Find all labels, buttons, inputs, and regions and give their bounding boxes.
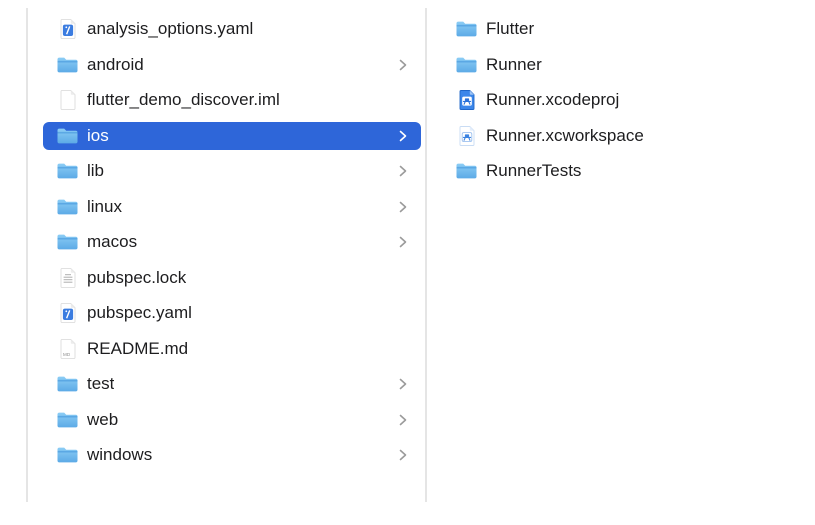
file-row-macos[interactable]: macos xyxy=(43,228,421,256)
chevron-right-icon xyxy=(399,449,407,461)
file-name: Flutter xyxy=(486,19,535,38)
folder-icon xyxy=(57,374,78,394)
folder-icon xyxy=(57,161,78,181)
file-row-test[interactable]: test xyxy=(43,370,421,398)
folder-icon xyxy=(456,55,477,75)
file-name: analysis_options.yaml xyxy=(87,19,254,38)
file-row-runnertests[interactable]: RunnerTests xyxy=(442,157,815,185)
folder-icon xyxy=(57,126,78,146)
file-row-readme-md[interactable]: MD README.md xyxy=(43,335,421,363)
file-name: windows xyxy=(87,445,153,464)
file-name: pubspec.lock xyxy=(87,267,187,287)
folder-icon xyxy=(57,410,78,430)
chevron-right-icon xyxy=(399,59,407,71)
file-name: ios xyxy=(87,125,109,145)
folder-icon xyxy=(456,161,477,181)
chevron-right-icon xyxy=(399,165,407,177)
file-row-analysis-options-yaml[interactable]: analysis_options.yaml xyxy=(43,15,421,43)
text-file-icon xyxy=(57,267,78,288)
file-column-left: analysis_options.yaml android flutter_de… xyxy=(43,15,421,477)
file-name: pubspec.yaml xyxy=(87,303,192,322)
column-divider-middle xyxy=(425,8,427,502)
file-row-windows[interactable]: windows xyxy=(43,441,421,469)
file-name: Runner xyxy=(486,54,542,74)
file-row-pubspec-yaml[interactable]: pubspec.yaml xyxy=(43,299,421,327)
file-name: linux xyxy=(87,196,122,216)
folder-icon xyxy=(57,197,78,217)
file-row-runner-xcodeproj[interactable]: Runner.xcodeproj xyxy=(442,86,815,114)
file-row-runner[interactable]: Runner xyxy=(442,51,815,79)
chevron-right-icon xyxy=(399,236,407,248)
chevron-right-icon xyxy=(399,378,407,390)
chevron-right-icon xyxy=(399,201,407,213)
file-name: macos xyxy=(87,232,138,251)
file-name: RunnerTests xyxy=(486,161,582,180)
file-name: README.md xyxy=(87,338,189,358)
chevron-right-icon xyxy=(399,414,407,426)
folder-icon xyxy=(57,55,78,75)
file-name: test xyxy=(87,374,115,393)
file-column-right: Flutter Runner Runner.xcodeproj Run xyxy=(442,15,815,193)
chevron-right-icon xyxy=(399,130,407,142)
svg-text:MD: MD xyxy=(63,352,71,357)
file-name: Runner.xcworkspace xyxy=(486,125,644,145)
file-name: flutter_demo_discover.iml xyxy=(87,90,280,109)
column-divider-left xyxy=(26,8,28,502)
file-name: Runner.xcodeproj xyxy=(486,90,620,109)
file-row-flutter[interactable]: Flutter xyxy=(442,15,815,43)
folder-icon xyxy=(57,445,78,465)
file-name: lib xyxy=(87,161,105,180)
file-row-pubspec-lock[interactable]: pubspec.lock xyxy=(43,264,421,292)
folder-icon xyxy=(57,232,78,252)
yaml-file-icon xyxy=(57,303,78,323)
file-row-android[interactable]: android xyxy=(43,51,421,79)
xcodeproj-icon xyxy=(456,90,477,110)
file-row-runner-xcworkspace[interactable]: Runner.xcworkspace xyxy=(442,122,815,150)
file-name: android xyxy=(87,54,144,74)
file-row-lib[interactable]: lib xyxy=(43,157,421,185)
xcworkspace-icon xyxy=(456,125,477,146)
file-row-ios[interactable]: ios xyxy=(43,121,421,150)
file-row-linux[interactable]: linux xyxy=(43,193,421,221)
markdown-file-icon: MD xyxy=(57,338,78,359)
folder-icon xyxy=(456,19,477,39)
file-icon xyxy=(57,90,78,110)
file-row-flutter-demo-discover-iml[interactable]: flutter_demo_discover.iml xyxy=(43,86,421,114)
yaml-file-icon xyxy=(57,19,78,39)
file-row-web[interactable]: web xyxy=(43,406,421,434)
file-name: web xyxy=(87,409,119,429)
